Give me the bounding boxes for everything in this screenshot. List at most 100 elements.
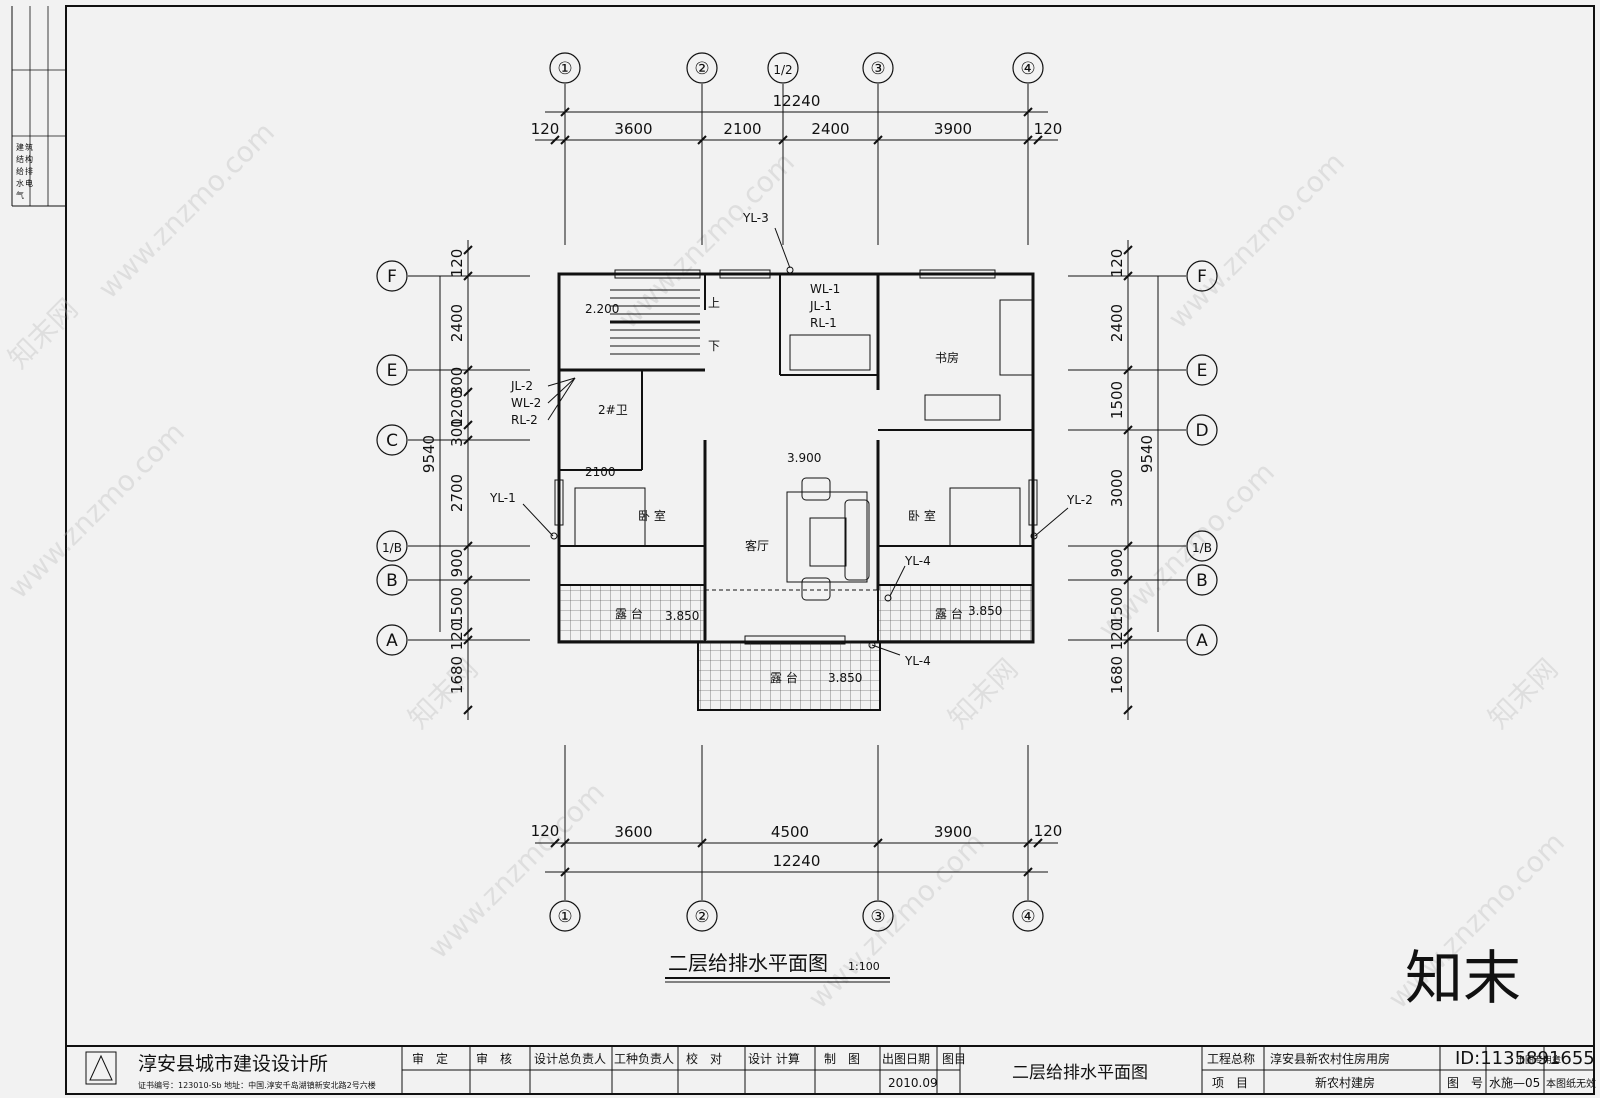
watermark-id: ID:1135891655 bbox=[1455, 1048, 1595, 1069]
dimension-tick bbox=[697, 838, 707, 848]
side-stamp-char: 水 bbox=[16, 178, 24, 188]
role-label: 工种负责人 bbox=[614, 1052, 674, 1066]
pipe-label-wl2: WL-2 bbox=[511, 396, 541, 410]
leader-line bbox=[1034, 507, 1069, 537]
pipe-label-yl4b: YL-4 bbox=[904, 654, 931, 668]
axis-left-bubble bbox=[376, 564, 408, 596]
dimension-value: 2400 bbox=[1108, 304, 1126, 342]
window bbox=[719, 269, 771, 279]
drawing-title: 二层给排水平面图 bbox=[668, 951, 828, 975]
axis-left-label: E bbox=[387, 361, 398, 381]
bed-right bbox=[949, 487, 1021, 547]
drawing-name: 二层给排水平面图 bbox=[1012, 1063, 1148, 1083]
leader-line bbox=[871, 644, 901, 656]
dimension-value: 120 bbox=[1034, 822, 1063, 840]
axis-bottom-bubble bbox=[549, 900, 581, 932]
watermark: 知末网 bbox=[402, 652, 485, 735]
side-stamp-char: 气 bbox=[16, 190, 24, 200]
dimension-tick bbox=[463, 575, 473, 585]
dimension-value: 3900 bbox=[934, 823, 972, 841]
axis-top-bubble bbox=[686, 52, 718, 84]
riser bbox=[550, 532, 558, 540]
window bbox=[614, 269, 701, 279]
dimension-total: 9540 bbox=[420, 435, 438, 473]
role-label: 设计 计算 bbox=[748, 1051, 800, 1066]
armchair bbox=[801, 477, 831, 501]
project-name: 淳安县新农村住房用房 bbox=[1270, 1051, 1390, 1066]
dimension-tick bbox=[463, 420, 473, 430]
dimension-tick bbox=[560, 135, 570, 145]
axis-top-bubble bbox=[862, 52, 894, 84]
room-label-study: 书房 bbox=[935, 350, 959, 365]
bookcase bbox=[924, 394, 1001, 421]
dimension-value: 900 bbox=[448, 549, 466, 578]
axis-right-label: 1/B bbox=[1192, 541, 1212, 555]
dimension-value: 120 bbox=[1108, 249, 1126, 278]
dimension-value: 120 bbox=[531, 120, 560, 138]
dimension-value: 3900 bbox=[934, 120, 972, 138]
dimension-tick bbox=[1123, 627, 1133, 637]
axis-left-bubble bbox=[376, 354, 408, 386]
axis-top-label: ④ bbox=[1020, 59, 1035, 79]
dimension-value: 4500 bbox=[771, 823, 809, 841]
institute-logo bbox=[85, 1051, 117, 1085]
dimension-tick bbox=[463, 245, 473, 255]
project-label: 工程总称 bbox=[1207, 1051, 1255, 1066]
riser bbox=[786, 266, 794, 274]
room-label-terrace-right: 露 台 bbox=[935, 606, 963, 621]
dimension-tick bbox=[873, 135, 883, 145]
watermark: www.znzmo.com bbox=[1162, 146, 1351, 335]
dimension-value: 1500 bbox=[1108, 587, 1126, 625]
watermark: www.znzmo.com bbox=[2, 416, 191, 605]
axis-left-bubble bbox=[376, 260, 408, 292]
dimension-tick bbox=[1023, 135, 1033, 145]
dimension-value: 2400 bbox=[448, 304, 466, 342]
role-label: 校 对 bbox=[686, 1051, 722, 1066]
kitchen-counter bbox=[789, 334, 871, 371]
room-label-terrace-front: 露 台 bbox=[770, 670, 798, 685]
date-value: 2010.09 bbox=[888, 1076, 938, 1090]
role-label: 制 图 bbox=[824, 1052, 860, 1066]
invalid-note: 本图纸无效 bbox=[1546, 1077, 1596, 1090]
dimension-value: 300 bbox=[448, 418, 466, 447]
dimension-value: 120 bbox=[1108, 622, 1126, 651]
terrace-right bbox=[877, 584, 1034, 643]
dimension-value: 120 bbox=[448, 622, 466, 651]
floor-plan bbox=[554, 269, 1038, 711]
axis-right-label: B bbox=[1196, 571, 1208, 591]
room-label-terrace-left: 露 台 bbox=[615, 606, 643, 621]
window bbox=[1028, 479, 1038, 526]
axis-left-bubble bbox=[376, 624, 408, 656]
dimension-tick bbox=[560, 867, 570, 877]
stair-down-label: 下 bbox=[708, 339, 720, 353]
dimension-tick bbox=[1023, 107, 1033, 117]
dimension-tick bbox=[463, 627, 473, 637]
axis-left-label: C bbox=[386, 431, 398, 451]
side-stamp-char: 排 bbox=[25, 166, 33, 176]
dimension-tick bbox=[1123, 575, 1133, 585]
dimension-tick bbox=[873, 838, 883, 848]
riser bbox=[868, 641, 876, 649]
stair-elevation: 2.200 bbox=[585, 302, 619, 316]
table-top bbox=[809, 517, 847, 567]
axis-left-bubble bbox=[376, 530, 408, 562]
dimension-tick bbox=[1033, 135, 1043, 145]
sofa bbox=[844, 499, 870, 581]
date-label: 出图日期 bbox=[882, 1052, 930, 1066]
axis-top-bubble bbox=[549, 52, 581, 84]
institute-name: 淳安县城市建设设计所 bbox=[138, 1053, 328, 1075]
window bbox=[919, 269, 996, 279]
dimension-tick bbox=[778, 135, 788, 145]
axis-right-label: E bbox=[1197, 361, 1208, 381]
dimension-tick bbox=[1023, 838, 1033, 848]
sheet-label: 图 号 bbox=[1447, 1076, 1483, 1090]
dimension-value: 1500 bbox=[448, 587, 466, 625]
axis-bottom-label: ② bbox=[694, 907, 709, 927]
pipe-label-yl3: YL-3 bbox=[742, 211, 769, 225]
axis-left-label: F bbox=[387, 267, 397, 287]
dimension-tick bbox=[463, 271, 473, 281]
dimension-value: 1680 bbox=[448, 656, 466, 694]
room-labels: 卧 室 卧 室 客厅 书房 露 台 露 台 露 台 2#卫 上 下 3.900 … bbox=[585, 296, 1002, 685]
axis-left-bubble bbox=[376, 424, 408, 456]
